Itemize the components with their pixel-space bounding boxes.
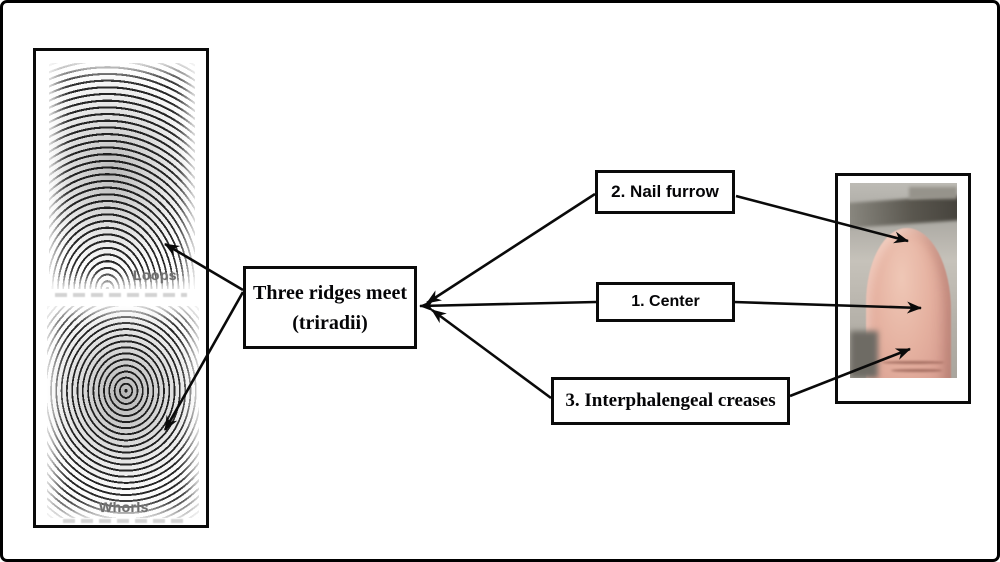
whorls-label: Whorls	[99, 499, 149, 515]
loops-label: Loops	[133, 267, 177, 283]
arrow-center-to-triradii	[419, 299, 597, 312]
whorls-caption-blur	[63, 519, 187, 523]
loops-fingerprint-image: Loops	[49, 63, 195, 297]
whorls-fingerprint-image: Whorls	[47, 306, 199, 523]
whorls-ridge-texture	[47, 306, 199, 518]
finger-photo	[850, 183, 957, 378]
triradii-box-line1: Three ridges meet	[252, 281, 408, 304]
interphalengeal-crease-mark-2	[890, 369, 943, 373]
photo-shadow	[850, 331, 878, 378]
arrow-creases-to-triradii	[431, 308, 552, 400]
interphalengeal-creases-label-box: 3. Interphalengeal creases	[551, 377, 790, 425]
photo-background-band-2	[908, 186, 957, 199]
loops-ridge-texture	[49, 63, 195, 289]
arrow-nailfurrow-to-triradii	[426, 192, 596, 305]
fingerprint-panel: Loops Whorls	[33, 48, 209, 528]
triradii-box: Three ridges meet (triradii)	[243, 266, 417, 349]
loops-caption-blur	[55, 293, 187, 297]
center-label-box: 1. Center	[596, 282, 735, 322]
photo-background-band	[850, 194, 957, 229]
interphalengeal-crease-mark	[882, 361, 945, 365]
nail-furrow-label-box: 2. Nail furrow	[595, 170, 735, 214]
triradii-box-line2: (triradii)	[292, 311, 368, 334]
fingertip-shape	[866, 227, 951, 378]
